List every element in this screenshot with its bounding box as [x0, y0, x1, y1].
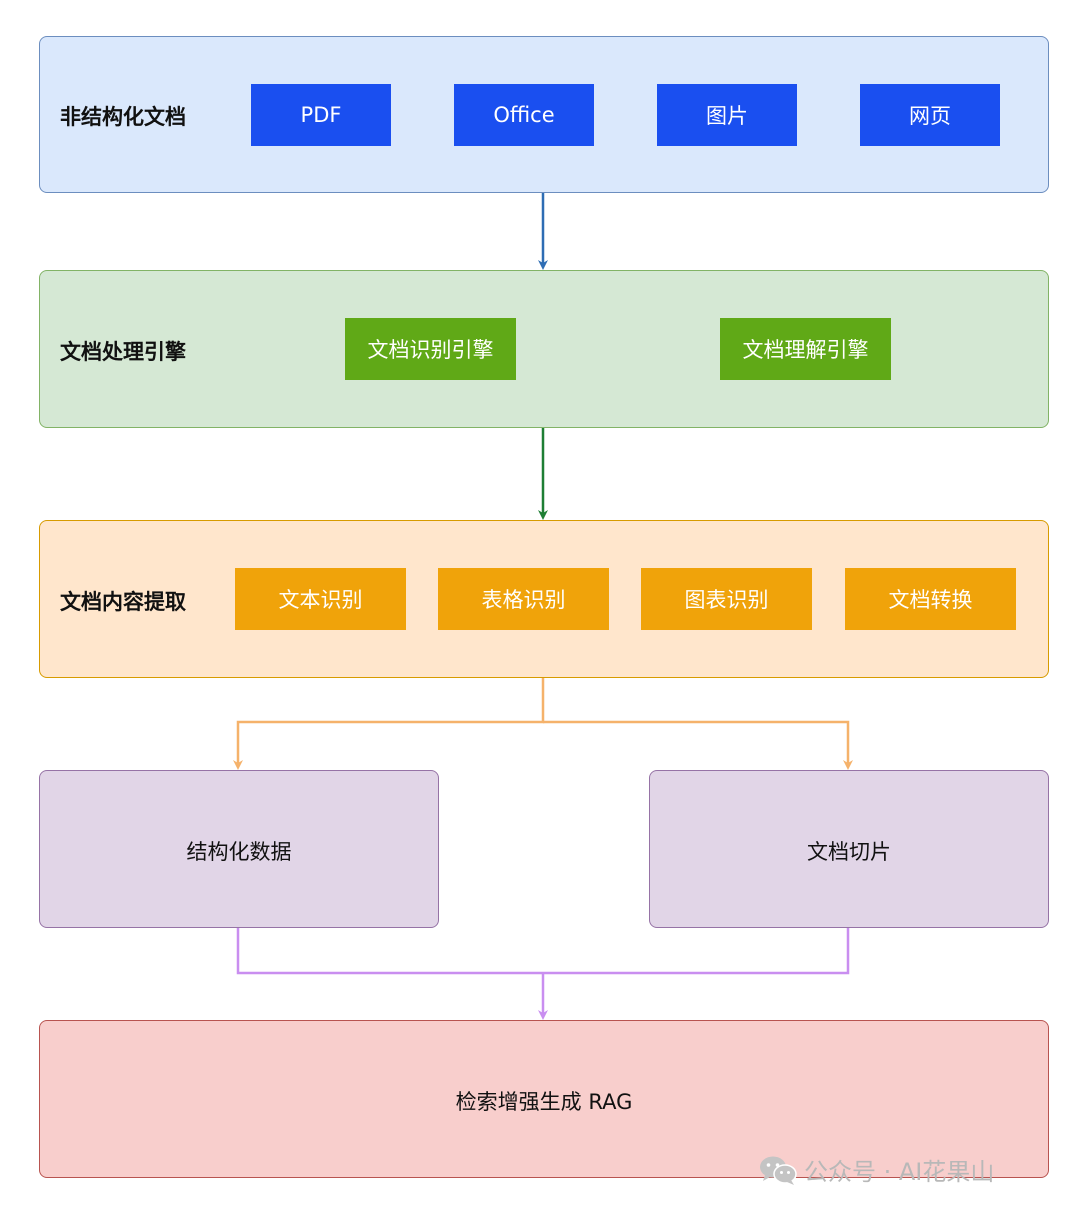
node-doc-conversion: 文档转换	[845, 568, 1016, 630]
arrow-extraction-to-chunks	[543, 720, 853, 770]
node-table-recognition: 表格识别	[438, 568, 609, 630]
line-structured-to-rag	[236, 928, 850, 975]
rag-box: 检索增强生成 RAG	[39, 1020, 1049, 1178]
unstructured-docs-label: 非结构化文档	[60, 105, 186, 129]
node-webpage: 网页	[860, 84, 1000, 146]
extraction-label: 文档内容提取	[60, 590, 186, 614]
wechat-icon	[758, 1154, 798, 1186]
node-text-recognition: 文本识别	[235, 568, 406, 630]
arrow-extraction-to-outputs	[233, 678, 545, 770]
watermark: 公众号 · AI花果山	[758, 1152, 994, 1187]
node-pdf: PDF	[251, 84, 391, 146]
structured-data-box: 结构化数据	[39, 770, 439, 928]
node-recognition-engine: 文档识别引擎	[345, 318, 516, 380]
structured-data-label: 结构化数据	[186, 840, 292, 864]
engine-label: 文档处理引擎	[60, 340, 186, 364]
node-understanding-engine: 文档理解引擎	[720, 318, 891, 380]
doc-chunks-box: 文档切片	[649, 770, 1049, 928]
doc-chunks-label: 文档切片	[807, 840, 891, 864]
node-office: Office	[454, 84, 594, 146]
engine-panel	[39, 270, 1049, 428]
watermark-text: 公众号 · AI花果山	[804, 1158, 995, 1186]
node-chart-recognition: 图表识别	[641, 568, 812, 630]
node-image: 图片	[657, 84, 797, 146]
rag-label: 检索增强生成 RAG	[455, 1090, 633, 1114]
